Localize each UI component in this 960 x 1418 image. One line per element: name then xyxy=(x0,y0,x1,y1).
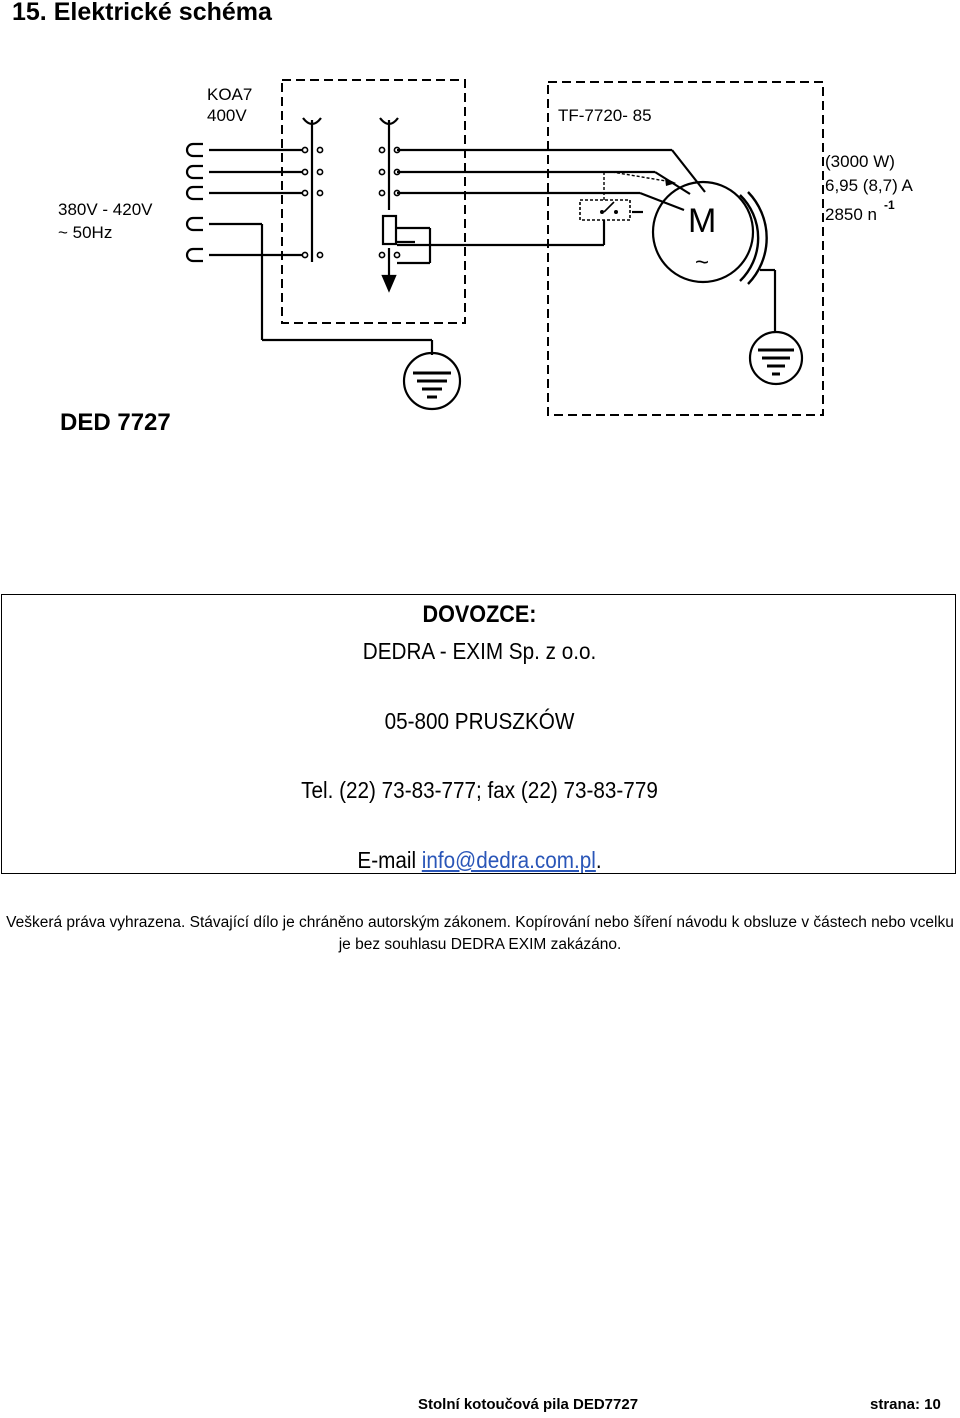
switch-label-line2: 400V xyxy=(207,106,247,125)
email-suffix: . xyxy=(595,847,602,873)
motor-dashed-box xyxy=(547,81,824,416)
motor-speed: 2850 n xyxy=(825,205,877,224)
footer-page-number: strana: 10 xyxy=(870,1396,941,1413)
section-title: 15. Elektrické schéma xyxy=(12,0,272,26)
importer-phone: Tel. (22) 73-83-777; fax (22) 73-83-779 xyxy=(301,777,658,803)
electrical-schematic: KOA7 400V TF-7720- 85 380V - 420V ~ 50Hz… xyxy=(58,79,914,436)
importer-email-line: E-mail info@dedra.com.pl. xyxy=(50,846,910,874)
model-label: DED 7727 xyxy=(60,409,171,436)
email-link[interactable]: info@dedra.com.pl xyxy=(421,847,596,873)
importer-address: 05-800 PRUSZKÓW xyxy=(384,708,575,734)
schematic-wiring xyxy=(185,79,824,416)
overload-relay xyxy=(381,214,398,246)
supply-frequency: ~ 50Hz xyxy=(58,223,112,242)
importer-heading: DOVOZCE: xyxy=(422,601,537,628)
ground-bars xyxy=(413,348,794,399)
motor-ac-symbol: ~ xyxy=(695,249,709,276)
importer-company: DEDRA - EXIM Sp. z o.o. xyxy=(362,638,597,664)
motor-speed-exponent: -1 xyxy=(884,198,895,212)
motor-letter: M xyxy=(688,202,716,240)
importer-box: DOVOZCE: DEDRA - EXIM Sp. z o.o. 05-800 … xyxy=(1,594,956,874)
copyright-line-2: je bez souhlasu DEDRA EXIM zakázáno. xyxy=(338,936,622,953)
ground-symbol-right xyxy=(748,330,804,386)
switch-dashed-box xyxy=(281,79,466,324)
motor-power: (3000 W) xyxy=(825,152,895,171)
copyright-line-1: Veškerá práva vyhrazena. Stávající dílo … xyxy=(6,914,954,931)
motor-symbol xyxy=(651,180,755,284)
footer-title: Stolní kotoučová pila DED7727 xyxy=(418,1396,639,1413)
motor-current: 6,95 (8,7) A xyxy=(825,176,914,195)
supply-voltage: 380V - 420V xyxy=(58,200,153,219)
switch-label-line1: KOA7 xyxy=(207,85,252,104)
motor-model-label: TF-7720- 85 xyxy=(558,106,652,125)
email-label: E-mail xyxy=(357,847,422,873)
ground-symbol-left xyxy=(402,351,462,411)
